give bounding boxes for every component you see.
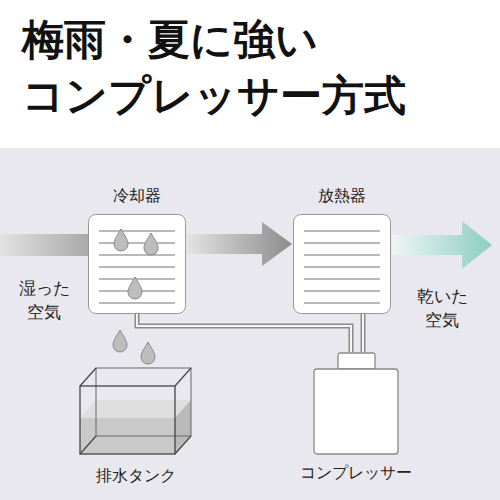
air-label: 湿った 空気 bbox=[10, 276, 78, 324]
refrigerant-pipe bbox=[137, 314, 351, 352]
water-drop bbox=[114, 229, 128, 251]
node-label: 排水タンク bbox=[96, 466, 176, 486]
radiator-unit: 放熱器 bbox=[293, 186, 391, 314]
drain-tank: 排水タンク bbox=[78, 366, 194, 486]
dry-air-arrow bbox=[392, 221, 492, 269]
humid-air-band bbox=[0, 234, 89, 256]
pipe-core bbox=[362, 314, 364, 352]
water-drop bbox=[128, 277, 142, 299]
airflow-arrow bbox=[186, 222, 292, 266]
unit-box bbox=[293, 214, 391, 314]
air-label: 乾いた 空気 bbox=[408, 284, 476, 332]
tank-shape bbox=[78, 366, 194, 458]
background-panel bbox=[0, 148, 500, 500]
refrigerant-pipe bbox=[361, 314, 366, 352]
unit-box bbox=[88, 214, 186, 314]
node-label: 放熱器 bbox=[318, 186, 366, 206]
pipe-core bbox=[137, 314, 351, 352]
fin-lines bbox=[89, 215, 187, 315]
water-drop bbox=[144, 233, 158, 255]
water-drop bbox=[141, 342, 155, 364]
compressor-unit: コンプレッサー bbox=[300, 352, 412, 483]
node-label: 冷却器 bbox=[113, 186, 161, 206]
water-drop bbox=[113, 330, 127, 352]
fin-lines bbox=[294, 215, 392, 315]
compressor-shape bbox=[313, 352, 399, 455]
node-label: コンプレッサー bbox=[300, 463, 412, 483]
diagram-title: 梅雨・夏に強い コンプレッサー方式 bbox=[22, 12, 492, 124]
cooler-unit: 冷却器 bbox=[88, 186, 186, 314]
